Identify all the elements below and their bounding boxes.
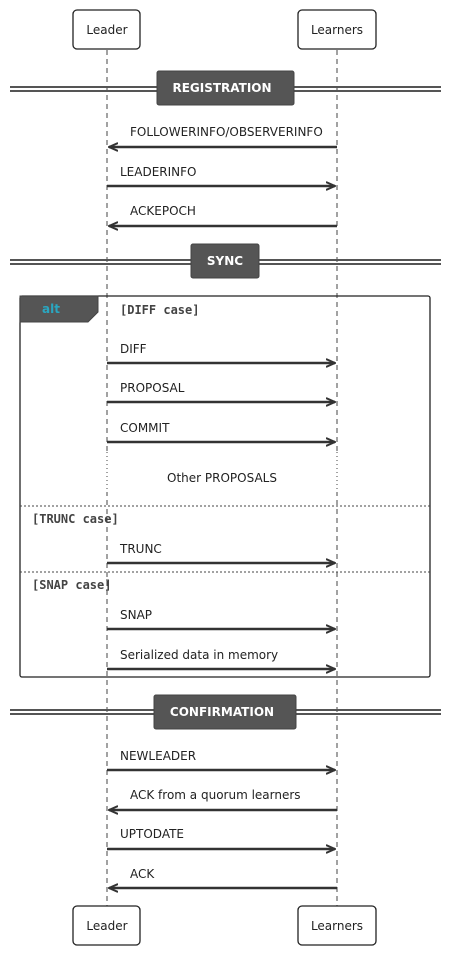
message-label: COMMIT — [120, 421, 170, 435]
message-label: PROPOSAL — [120, 381, 185, 395]
alt-tag: alt — [42, 302, 60, 316]
leader-participant-top: Leader — [72, 9, 141, 50]
message-ack: ACK — [109, 867, 337, 888]
learners-label: Learners — [311, 919, 363, 933]
message-label: ACKEPOCH — [130, 204, 196, 218]
message-followerinfo: FOLLOWERINFO/OBSERVERINFO — [109, 125, 337, 147]
message-uptodate: UPTODATE — [107, 827, 335, 849]
registration-divider: REGISTRATION — [10, 70, 441, 106]
message-label: ACK — [130, 867, 155, 881]
delay-label: Other PROPOSALS — [167, 471, 277, 485]
message-leaderinfo: LEADERINFO — [107, 165, 335, 186]
guard-trunc: [TRUNC case] — [32, 512, 119, 526]
confirmation-divider: CONFIRMATION — [10, 694, 441, 730]
sync-label: SYNC — [207, 254, 243, 268]
learners-participant-top: Learners — [297, 9, 377, 50]
learners-participant-bottom: Learners — [297, 905, 377, 946]
message-label: NEWLEADER — [120, 749, 196, 763]
learners-label: Learners — [311, 23, 363, 37]
message-label: ACK from a quorum learners — [130, 788, 301, 802]
confirmation-label: CONFIRMATION — [170, 705, 274, 719]
message-label: Serialized data in memory — [120, 648, 278, 662]
message-label: DIFF — [120, 342, 147, 356]
leader-label: Leader — [86, 23, 127, 37]
message-ack-quorum: ACK from a quorum learners — [109, 788, 337, 810]
message-label: SNAP — [120, 608, 152, 622]
message-newleader: NEWLEADER — [107, 749, 335, 770]
leader-participant-bottom: Leader — [72, 905, 141, 946]
guard-snap: [SNAP case] — [32, 578, 111, 592]
sync-divider: SYNC — [10, 243, 441, 279]
message-ackepoch: ACKEPOCH — [109, 204, 337, 226]
alt-frame: alt [DIFF case] [TRUNC case] [SNAP case] — [19, 295, 431, 678]
message-snap: SNAP — [107, 608, 335, 629]
delay-other-proposals: Other PROPOSALS — [105, 452, 339, 492]
message-label: FOLLOWERINFO/OBSERVERINFO — [130, 125, 323, 139]
message-label: UPTODATE — [120, 827, 184, 841]
message-trunc: TRUNC — [107, 542, 335, 563]
message-diff: DIFF — [107, 342, 335, 363]
message-serialized: Serialized data in memory — [107, 648, 335, 669]
guard-diff: [DIFF case] — [120, 303, 199, 317]
message-proposal: PROPOSAL — [107, 381, 335, 402]
message-label: TRUNC — [119, 542, 162, 556]
message-commit: COMMIT — [107, 421, 335, 442]
message-label: LEADERINFO — [120, 165, 197, 179]
leader-label: Leader — [86, 919, 127, 933]
registration-label: REGISTRATION — [172, 81, 271, 95]
